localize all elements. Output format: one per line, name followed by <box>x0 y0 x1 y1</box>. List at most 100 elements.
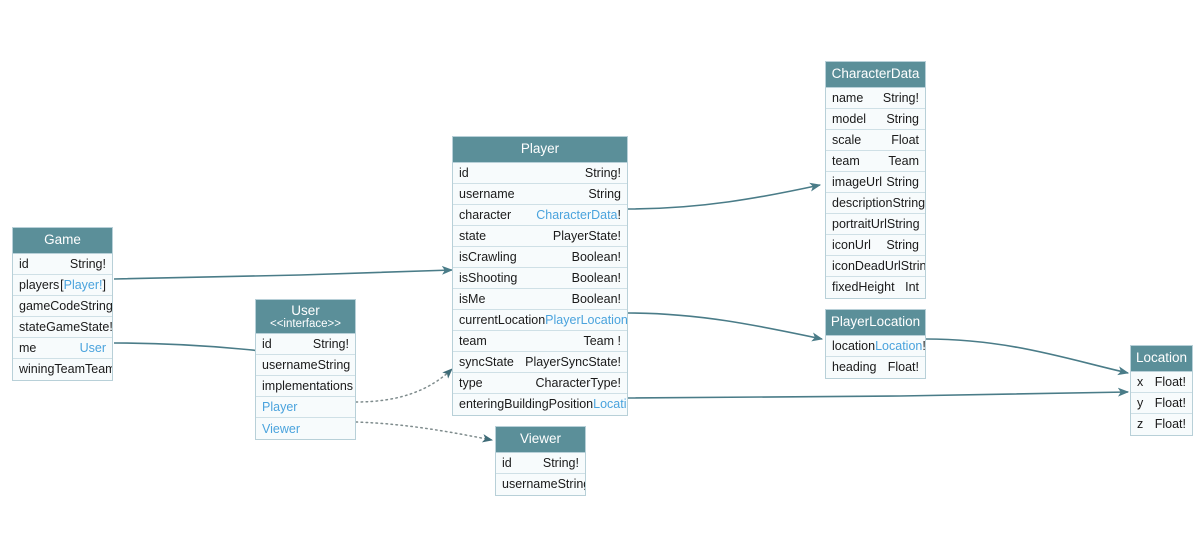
field-row[interactable]: players [Player!] <box>13 274 112 296</box>
field-name: username <box>262 358 318 373</box>
field-type: GameState! <box>46 319 112 334</box>
field-name: y <box>1137 395 1144 410</box>
field-type: Boolean! <box>571 291 621 306</box>
field-name: team <box>459 333 487 348</box>
field-type: String <box>317 358 351 373</box>
entity-location-title: Location <box>1131 346 1192 372</box>
field-row[interactable]: isShooting Boolean! <box>453 267 627 289</box>
field-row[interactable]: me User <box>13 337 112 359</box>
implementation-row[interactable]: Viewer <box>256 418 355 440</box>
implementation-name: Player <box>262 400 298 415</box>
field-row[interactable]: state PlayerState! <box>453 225 627 247</box>
implementation-name: Viewer <box>262 421 300 436</box>
field-row[interactable]: model String <box>826 108 925 130</box>
field-type: Float! <box>887 360 919 375</box>
field-name: scale <box>832 132 862 147</box>
field-row[interactable]: name String! <box>826 87 925 109</box>
field-type: User <box>79 340 106 355</box>
field-name: iconDeadUrl <box>832 258 901 273</box>
field-row[interactable]: id String! <box>256 334 355 356</box>
edge-player-character-to-characterdata <box>627 182 822 210</box>
field-type: [Player!] <box>60 277 106 292</box>
edge-player-currentlocation-to-playerlocation <box>627 312 824 342</box>
entity-player[interactable]: Player id String! username String charac… <box>452 136 628 416</box>
field-type: String! <box>312 337 349 352</box>
entity-viewer[interactable]: Viewer id String! username String <box>495 426 586 496</box>
field-type: String <box>892 195 925 210</box>
field-row[interactable]: username String <box>256 355 355 377</box>
field-row[interactable]: character CharacterData! <box>453 204 627 226</box>
field-type: String! <box>882 90 919 105</box>
field-name: currentLocation <box>459 312 546 327</box>
field-row[interactable]: team Team <box>826 150 925 172</box>
field-row[interactable]: x Float! <box>1131 371 1192 393</box>
entity-user-stereotype: <<interface>> <box>270 317 341 330</box>
field-type: PlayerState! <box>552 228 621 243</box>
field-row[interactable]: team Team ! <box>453 330 627 352</box>
field-row[interactable]: z Float! <box>1131 413 1192 435</box>
entity-viewer-title: Viewer <box>496 427 585 453</box>
field-row[interactable]: id String! <box>453 162 627 184</box>
field-name: iconUrl <box>832 237 871 252</box>
field-name: character <box>459 207 512 222</box>
entity-user[interactable]: User <<interface>> id String! username S… <box>255 299 356 441</box>
edge-user-implements-player <box>355 368 453 403</box>
field-type: Boolean! <box>571 270 621 285</box>
entity-location[interactable]: Location x Float! y Float! z Float! <box>1130 345 1193 436</box>
entity-game-title: Game <box>13 228 112 254</box>
field-row[interactable]: gameCode String! <box>13 295 112 317</box>
field-name: isShooting <box>459 270 518 285</box>
field-row[interactable]: scale Float <box>826 129 925 151</box>
entity-player-title: Player <box>453 137 627 163</box>
field-type: Float! <box>1154 395 1186 410</box>
field-name: winingTeam <box>19 362 86 377</box>
field-row[interactable]: y Float! <box>1131 392 1192 414</box>
edge-playerlocation-location-to-location <box>925 338 1130 376</box>
field-type: Team <box>85 362 112 377</box>
field-row[interactable]: fixedHeight Int <box>826 276 925 298</box>
field-row[interactable]: type CharacterType! <box>453 372 627 394</box>
field-name: x <box>1137 374 1144 389</box>
entity-playerlocation[interactable]: PlayerLocation location Location! headin… <box>825 309 926 379</box>
field-type: Location <box>593 397 627 412</box>
field-row[interactable]: isMe Boolean! <box>453 288 627 310</box>
field-type: String <box>886 237 919 252</box>
field-row[interactable]: isCrawling Boolean! <box>453 246 627 268</box>
entity-characterdata-title: CharacterData <box>826 62 925 88</box>
field-type: String <box>886 111 919 126</box>
field-type: PlayerLocation! <box>545 312 627 327</box>
field-row[interactable]: location Location! <box>826 335 925 357</box>
field-row[interactable]: description String <box>826 192 925 214</box>
field-row[interactable]: heading Float! <box>826 356 925 378</box>
field-row[interactable]: username String <box>496 473 585 495</box>
field-type: Team ! <box>583 333 621 348</box>
field-name: isCrawling <box>459 249 517 264</box>
field-name: enteringBuildingPosition <box>459 397 594 412</box>
field-name: name <box>832 90 864 105</box>
field-row[interactable]: state GameState! <box>13 316 112 338</box>
field-row[interactable]: id String! <box>13 253 112 275</box>
field-row[interactable]: syncState PlayerSyncState! <box>453 351 627 373</box>
field-type: String <box>886 174 919 189</box>
field-name: id <box>19 256 29 271</box>
field-row[interactable]: iconDeadUrl String <box>826 255 925 277</box>
field-name: username <box>502 477 558 492</box>
field-row[interactable]: iconUrl String <box>826 234 925 256</box>
field-row[interactable]: id String! <box>496 452 585 474</box>
entity-game[interactable]: Game id String! players [Player!] gameCo… <box>12 227 113 381</box>
field-name: username <box>459 186 515 201</box>
field-row[interactable]: imageUrl String <box>826 171 925 193</box>
field-type: String! <box>80 298 112 313</box>
field-name: model <box>832 111 867 126</box>
entity-characterdata[interactable]: CharacterData name String! model String … <box>825 61 926 299</box>
field-row[interactable]: currentLocation PlayerLocation! <box>453 309 627 331</box>
field-row[interactable]: portraitUrl String <box>826 213 925 235</box>
field-row[interactable]: winingTeam Team <box>13 358 112 380</box>
field-row[interactable]: enteringBuildingPosition Location <box>453 393 627 415</box>
implementation-row[interactable]: Player <box>256 397 355 419</box>
field-type: CharacterData! <box>536 207 621 222</box>
field-type: String! <box>69 256 106 271</box>
field-row[interactable]: username String <box>453 183 627 205</box>
entity-playerlocation-title: PlayerLocation <box>826 310 925 336</box>
